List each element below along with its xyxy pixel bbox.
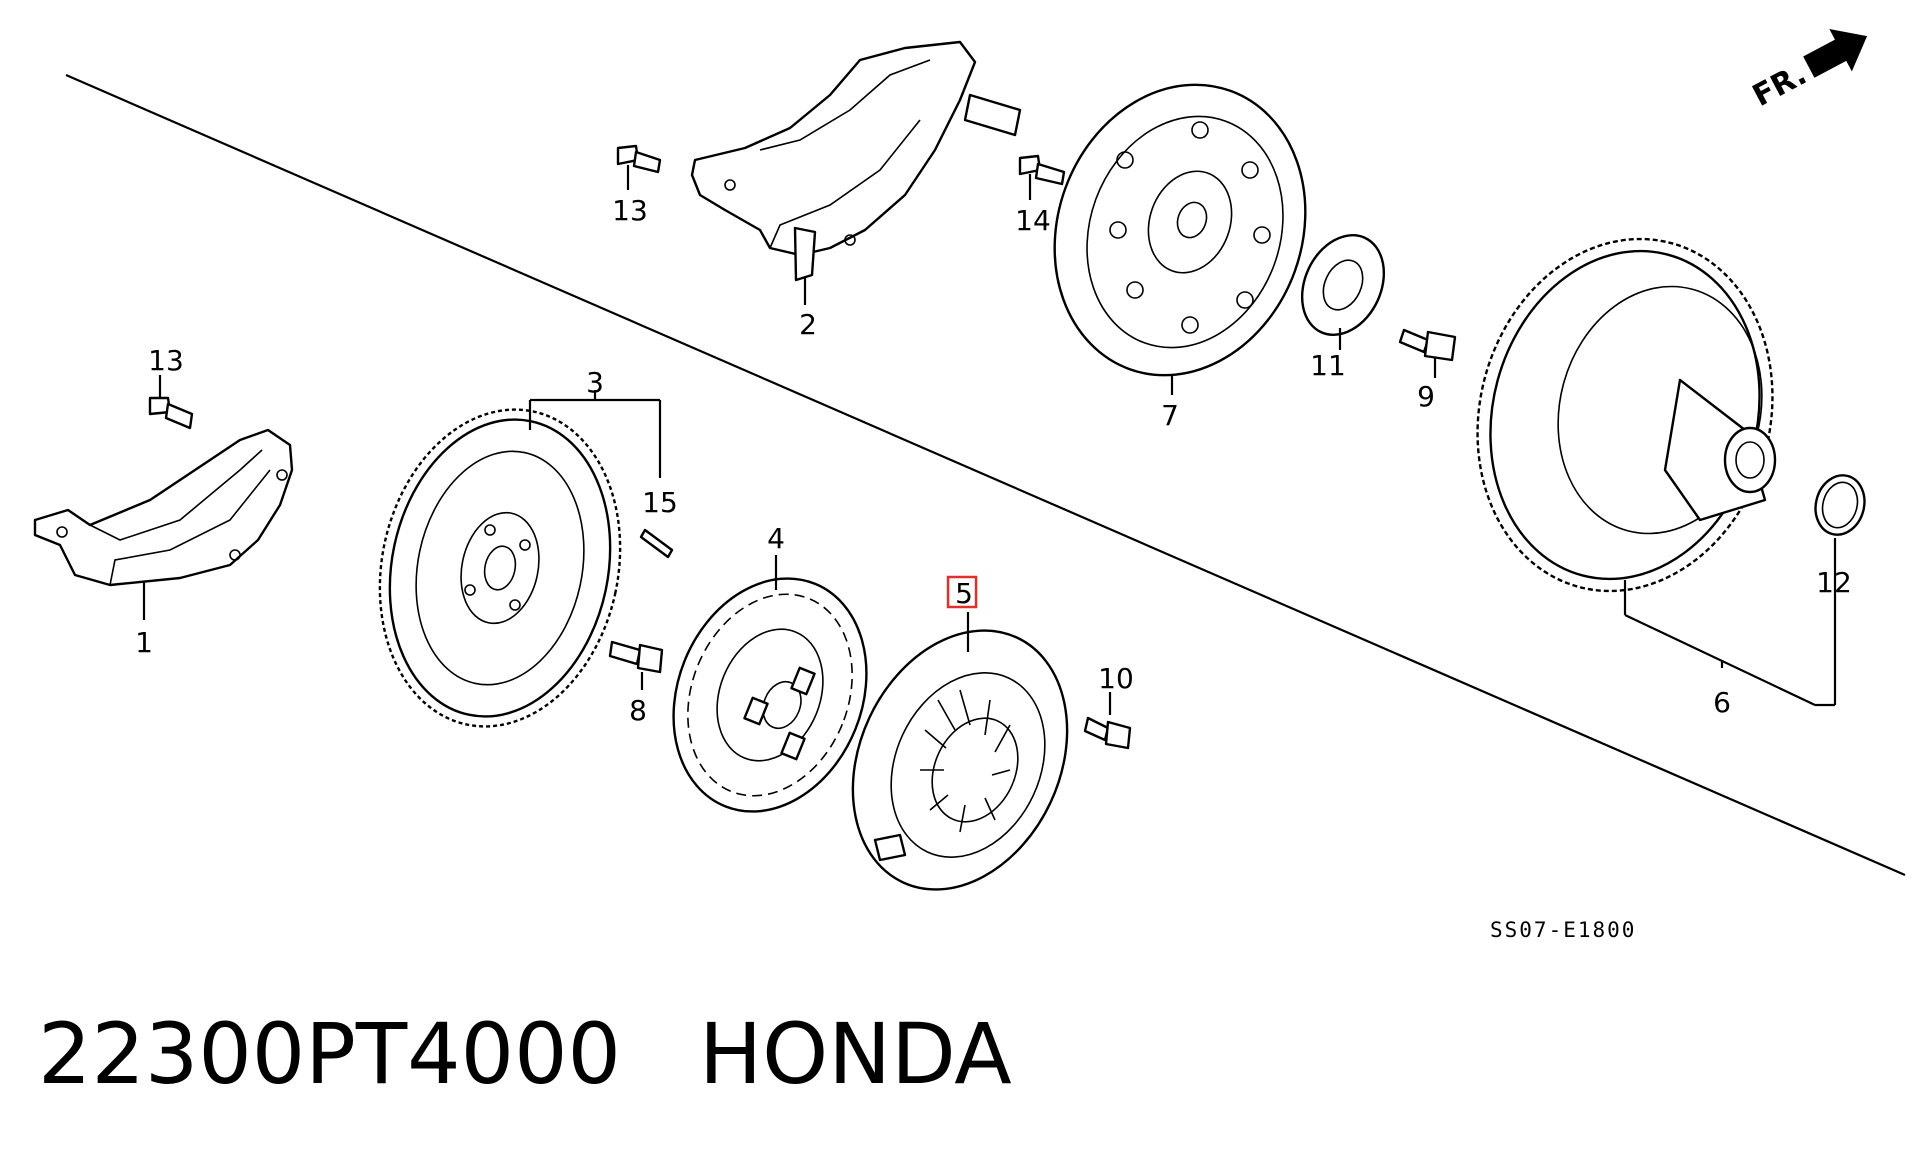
front-direction-arrow: FR. [1747, 29, 1868, 114]
callout-1: 1 [135, 626, 153, 659]
front-label: FR. [1747, 57, 1812, 114]
part-6-torque-converter [1476, 237, 1837, 707]
divider-line [65, 73, 1906, 877]
part-13-bolt-top [616, 144, 662, 190]
callout-2: 2 [799, 308, 817, 341]
callout-10: 10 [1098, 662, 1134, 695]
callout-7: 7 [1161, 399, 1179, 432]
callout-4: 4 [767, 522, 785, 555]
callout-5: 5 [955, 577, 973, 610]
part-3-flywheel [378, 390, 662, 728]
brand-name: HONDA [698, 1005, 1012, 1103]
part-5-pressure-plate [851, 575, 1069, 891]
part-13-bolt-left [148, 375, 194, 430]
callout-9: 9 [1417, 380, 1435, 413]
part-1-lower-cover [33, 428, 294, 620]
callout-13-left: 13 [148, 344, 184, 377]
callout-11: 11 [1310, 349, 1346, 382]
drawing-code: SS07-E1800 [1490, 918, 1636, 942]
callout-12: 12 [1816, 566, 1852, 599]
part-14-bolt [1018, 154, 1066, 200]
part-9-bolt [1398, 328, 1457, 378]
part-15-pin [639, 528, 674, 559]
callout-13-top: 13 [612, 194, 648, 227]
part-12-o-ring [1814, 474, 1866, 536]
part-10-bolt [1083, 692, 1132, 750]
callout-6: 6 [1713, 686, 1731, 719]
part-number: 22300PT4000 [38, 1005, 621, 1103]
part-4-clutch-disc [672, 555, 868, 813]
part-11-plate [1300, 234, 1386, 350]
callout-14: 14 [1015, 204, 1051, 237]
callout-15: 15 [642, 486, 678, 519]
part-7-drive-plate [1053, 83, 1307, 395]
part-8-bolt [608, 640, 664, 690]
callout-3: 3 [586, 366, 604, 399]
caption: 22300PT4000 HONDA [38, 1005, 1090, 1103]
part-2-upper-cover [690, 40, 1022, 305]
highlight-callout-5 [946, 575, 978, 609]
callout-8: 8 [629, 694, 647, 727]
